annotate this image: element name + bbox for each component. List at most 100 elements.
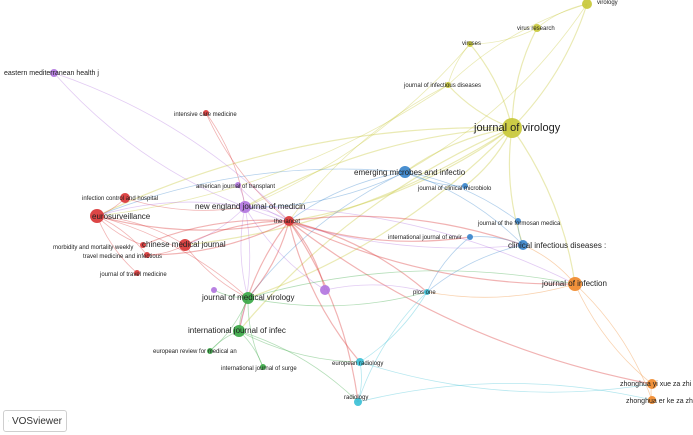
link-virus-research-viruses — [469, 27, 538, 45]
link-journal-of-infectious-diseases-eurosurveillance — [96, 84, 449, 217]
node-international-journal-of-envir[interactable] — [467, 234, 473, 240]
node-journal-of-medical-virology[interactable] — [242, 292, 254, 304]
label-journal-of-the-formosan: journal of the formosan medica — [477, 221, 561, 227]
node-infection-control[interactable] — [120, 193, 130, 203]
node-unlabeled-purple[interactable] — [320, 285, 330, 295]
label-intensive-care-medicine: intensive care medicine — [174, 112, 237, 118]
link-plos-one-radiology — [357, 291, 428, 403]
link-layer — [53, 3, 653, 403]
link-journal-of-virology-emerging-microbes — [404, 127, 513, 173]
link-american-journal-of-transplant-the-lancet — [237, 184, 290, 222]
link-journal-of-virology-virology — [511, 3, 588, 129]
link-journal-of-virology-international-journal-of-infec — [238, 127, 513, 332]
label-emerging-microbes: emerging microbes and infectio — [354, 168, 466, 177]
link-the-lancet-zhonghua-yi-xue — [288, 220, 653, 385]
label-eastern-mediterranean: eastern mediterranean health j — [4, 70, 99, 77]
label-eurosurveillance: eurosurveillance — [92, 212, 151, 221]
node-eastern-mediterranean[interactable] — [50, 69, 58, 77]
link-emerging-microbes-clinical-infectious-diseases — [404, 171, 524, 246]
node-travel-medicine[interactable] — [144, 252, 150, 258]
node-journal-of-the-formosan[interactable] — [515, 218, 521, 224]
node-unlabeled-purple-2[interactable] — [211, 287, 217, 293]
label-chinese-medical-journal: chinese medical journal — [142, 240, 226, 249]
node-emerging-microbes[interactable] — [399, 166, 411, 178]
vosviewer-label: VOSviewer — [11, 415, 62, 427]
node-international-journal-of-infec[interactable] — [233, 325, 245, 337]
node-eurosurveillance[interactable] — [90, 209, 104, 223]
link-virology-journal-of-infectious-diseases — [447, 3, 588, 86]
label-morbidity: morbidity and mortality weekly — [53, 245, 133, 251]
link-the-lancet-radiology — [288, 220, 359, 403]
node-journal-of-travel-medicine[interactable] — [134, 270, 140, 276]
node-morbidity[interactable] — [140, 242, 146, 248]
link-emerging-microbes-the-lancet — [288, 171, 406, 222]
node-european-review[interactable] — [207, 348, 213, 354]
link-journal-of-virology-journal-of-medical-virology — [247, 127, 513, 299]
label-the-lancet: the lancet — [274, 219, 300, 225]
node-international-journal-of-surge[interactable] — [260, 364, 266, 370]
label-international-journal-of-surge: international journal of surge — [221, 366, 297, 372]
label-zhonghua-yi-xue: zhonghua yi xue za zhi — [620, 381, 692, 388]
node-journal-of-infectious-diseases[interactable] — [445, 82, 451, 88]
node-viruses[interactable] — [467, 41, 473, 47]
node-chinese-medical-journal[interactable] — [179, 239, 191, 251]
label-american-journal-of-transplant: american journal of transplant — [196, 184, 275, 190]
vosviewer-badge[interactable]: VOSviewer — [3, 410, 67, 432]
link-international-journal-of-infec-european-radiology — [238, 330, 361, 363]
label-journal-of-infection: journal of infection — [541, 279, 607, 288]
link-new-england-chinese-medical-journal — [184, 206, 246, 246]
link-chinese-medical-journal-journal-of-medical-virology — [184, 244, 249, 299]
node-american-journal-of-transplant[interactable] — [235, 182, 241, 188]
link-intensive-care-medicine-the-lancet — [205, 112, 290, 222]
node-journal-of-virology[interactable] — [502, 118, 522, 138]
node-virology[interactable] — [582, 0, 592, 9]
link-journal-of-infection-plos-one — [426, 283, 576, 298]
link-new-england-journal-of-medical-virology — [240, 206, 249, 299]
link-journal-of-virology-journal-of-clinical-microbiolo — [464, 127, 513, 187]
label-international-journal-of-infec: international journal of infec — [188, 326, 286, 335]
label-virology: virology — [597, 0, 618, 6]
link-the-lancet-chinese-medical-journal — [184, 220, 290, 246]
link-clinical-infectious-diseases-plos-one — [426, 244, 524, 293]
link-journal-of-medical-virology-international-journal-of-surge — [247, 297, 264, 368]
node-the-lancet[interactable] — [284, 216, 294, 226]
link-intensive-care-medicine-new-england — [205, 112, 246, 208]
node-virus-research[interactable] — [533, 24, 541, 32]
node-clinical-infectious-diseases[interactable] — [518, 240, 528, 250]
link-the-lancet-international-journal-of-envir — [288, 220, 471, 242]
link-international-journal-of-infec-international-journal-of-surge — [238, 330, 264, 368]
label-european-review: european review for medical an — [153, 349, 237, 355]
label-new-england: new england journal of medicin — [195, 202, 305, 211]
link-journal-of-infection-zhonghua-er-ke — [574, 283, 653, 401]
node-journal-of-infection[interactable] — [568, 277, 582, 291]
label-european-radiology: european radiology — [332, 361, 383, 367]
link-journal-of-virology-journal-of-infection — [511, 127, 576, 285]
link-plos-one-european-radiology — [359, 291, 428, 363]
link-viruses-new-england — [244, 43, 471, 208]
node-zhonghua-yi-xue[interactable] — [647, 379, 657, 389]
label-journal-of-travel-medicine: journal of travel medicine — [99, 272, 167, 278]
link-journal-of-virology-chinese-medical-journal — [184, 127, 513, 246]
link-international-journal-of-envir-plos-one — [426, 236, 471, 293]
node-european-radiology[interactable] — [356, 358, 364, 366]
link-radiology-zhonghua-er-ke — [357, 382, 653, 403]
node-journal-of-clinical-microbiolo[interactable] — [462, 183, 468, 189]
node-zhonghua-er-ke[interactable] — [648, 396, 656, 404]
label-clinical-infectious-diseases: clinical infectious diseases : — [508, 241, 606, 250]
link-new-england-journal-of-infection — [244, 206, 576, 285]
node-layer — [50, 0, 657, 406]
link-viruses-journal-of-infectious-diseases — [447, 43, 471, 86]
node-intensive-care-medicine[interactable] — [203, 110, 209, 116]
link-new-england-international-journal-of-infec — [238, 206, 251, 332]
node-radiology[interactable] — [354, 398, 362, 406]
label-travel-medicine: travel medicine and infectious — [83, 254, 162, 260]
label-viruses: viruses — [462, 41, 481, 47]
link-new-england-clinical-infectious-diseases — [244, 206, 524, 249]
node-new-england[interactable] — [239, 201, 251, 213]
label-plos-one: plos one — [413, 290, 436, 296]
label-radiology: radiology — [344, 395, 368, 401]
link-journal-of-infection-zhonghua-yi-xue — [574, 283, 653, 385]
label-journal-of-medical-virology: journal of medical virology — [201, 293, 295, 302]
node-plos-one[interactable] — [424, 289, 430, 295]
